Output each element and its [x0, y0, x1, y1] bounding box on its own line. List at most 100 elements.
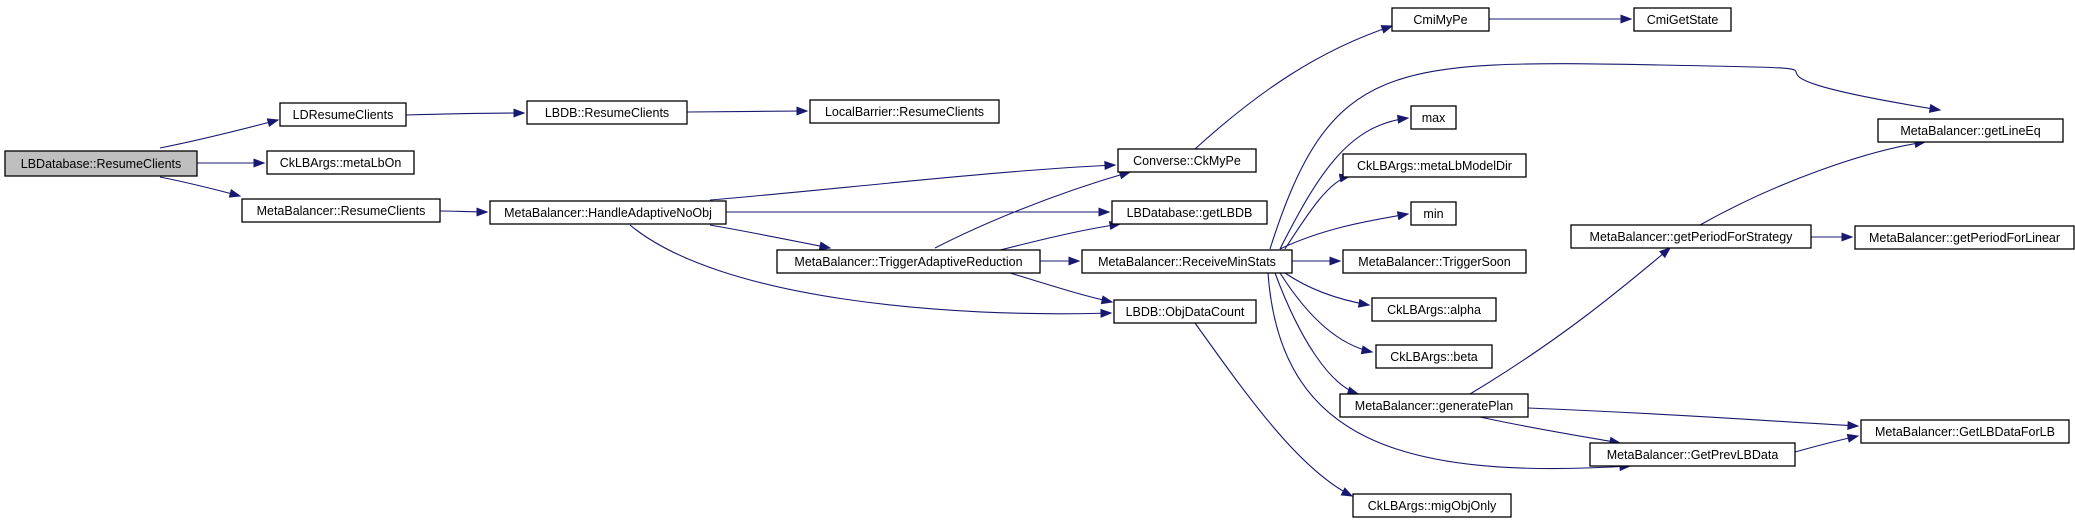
node-label: LBDatabase::ResumeClients	[21, 157, 182, 171]
node-box[interactable]	[1352, 493, 1512, 518]
node-box[interactable]	[809, 99, 1000, 124]
node-box[interactable]	[1342, 153, 1527, 178]
node-box[interactable]	[266, 150, 415, 175]
node-getperiodforstrategy[interactable]: MetaBalancer::getPeriodForStrategy	[1570, 224, 1812, 249]
node-receiveminstats[interactable]: MetaBalancer::ReceiveMinStats	[1081, 249, 1293, 274]
edge-line	[629, 224, 1112, 315]
edge-arrowhead	[1098, 207, 1111, 217]
edge-line	[1194, 25, 1393, 150]
node-box[interactable]	[526, 100, 688, 125]
edge-arrowhead	[1396, 211, 1410, 221]
node-label: CkLBArgs::metaLbModelDir	[1357, 159, 1512, 173]
node-label: CkLBArgs::metaLbOn	[280, 156, 402, 170]
node-metalbmodeldir[interactable]: CkLBArgs::metaLbModelDir	[1342, 153, 1527, 178]
node-handleadaptive[interactable]: MetaBalancer::HandleAdaptiveNoObj	[489, 200, 727, 225]
edge-receiveminstats-to-generateplan	[1274, 272, 1360, 396]
node-label: max	[1422, 111, 1446, 125]
node-box[interactable]	[4, 150, 198, 177]
node-box[interactable]	[279, 102, 407, 127]
edge-line	[1469, 247, 1671, 395]
edge-line	[1279, 272, 1373, 353]
edge-receiveminstats-to-min	[1279, 211, 1410, 250]
node-box[interactable]	[1342, 249, 1527, 274]
edge-line	[686, 110, 808, 113]
edge-arrowhead	[1397, 114, 1410, 124]
node-box[interactable]	[489, 200, 727, 225]
node-ldresume[interactable]: LDResumeClients	[279, 102, 407, 127]
edge-triggeradaptive-to-receiveminstats	[1040, 256, 1081, 266]
node-migobjonly[interactable]: CkLBArgs::migObjOnly	[1352, 493, 1512, 518]
node-box[interactable]	[1854, 225, 2075, 250]
node-generateplan[interactable]: MetaBalancer::generatePlan	[1339, 393, 1529, 418]
node-label: min	[1423, 207, 1443, 221]
edge-line	[1479, 416, 1621, 444]
node-box[interactable]	[1410, 201, 1457, 226]
node-label: MetaBalancer::getLineEq	[1900, 124, 2040, 138]
edge-arrowhead	[1357, 298, 1371, 308]
node-box[interactable]	[776, 249, 1041, 274]
node-getlineeq[interactable]: MetaBalancer::getLineEq	[1877, 118, 2064, 143]
edge-triggeradaptive-to-getlbdb	[999, 221, 1122, 251]
node-box[interactable]	[1081, 249, 1293, 274]
node-box[interactable]	[1371, 297, 1497, 322]
edge-arrowhead	[266, 118, 280, 128]
edges-layer	[159, 14, 1942, 497]
edge-line	[999, 223, 1121, 251]
edge-arrowhead	[1360, 345, 1374, 355]
node-objdatacount[interactable]: LBDB::ObjDataCount	[1113, 299, 1257, 324]
edge-arrowhead	[1100, 308, 1113, 318]
node-box[interactable]	[1375, 344, 1493, 369]
node-triggeradaptive[interactable]: MetaBalancer::TriggerAdaptiveReduction	[776, 249, 1041, 274]
node-max[interactable]: max	[1410, 105, 1457, 130]
node-label: MetaBalancer::TriggerAdaptiveReduction	[794, 255, 1022, 269]
node-box[interactable]	[1111, 200, 1268, 225]
node-box[interactable]	[1633, 7, 1732, 32]
edge-handleadaptive-to-ckmype	[709, 160, 1117, 201]
node-label: MetaBalancer::GetLBDataForLB	[1875, 425, 2055, 439]
node-label: CmiGetState	[1647, 13, 1719, 27]
node-metalbon[interactable]: CkLBArgs::metaLbOn	[266, 150, 415, 175]
edge-objdatacount-to-migobjonly	[1194, 322, 1354, 497]
node-cmimype[interactable]: CmiMyPe	[1391, 7, 1490, 32]
node-box[interactable]	[1877, 118, 2064, 143]
node-label: Converse::CkMyPe	[1133, 154, 1241, 168]
edge-triggeradaptive-to-objdatacount	[1009, 272, 1114, 305]
node-min[interactable]: min	[1410, 201, 1457, 226]
node-box[interactable]	[1391, 7, 1490, 32]
edge-receiveminstats-to-max	[1279, 114, 1410, 250]
node-triggersoon[interactable]: MetaBalancer::TriggerSoon	[1342, 249, 1527, 274]
edge-arrowhead	[1068, 256, 1081, 266]
edge-line	[709, 164, 1116, 201]
edge-line	[1284, 175, 1351, 250]
node-getlbdataforlb[interactable]: MetaBalancer::GetLBDataForLB	[1860, 419, 2070, 444]
node-label: MetaBalancer::getPeriodForLinear	[1869, 231, 2060, 245]
node-ckmype[interactable]: Converse::CkMyPe	[1117, 148, 1257, 173]
edge-arrowhead	[1100, 295, 1114, 305]
edge-arrowhead	[1928, 103, 1942, 113]
edge-arrowhead	[1340, 487, 1354, 497]
node-box[interactable]	[1570, 224, 1812, 249]
node-box[interactable]	[1339, 393, 1529, 418]
edge-line	[1194, 322, 1353, 497]
node-box[interactable]	[241, 198, 441, 223]
node-beta[interactable]: CkLBArgs::beta	[1375, 344, 1493, 369]
node-label: MetaBalancer::generatePlan	[1355, 399, 1513, 413]
node-mbresume[interactable]: MetaBalancer::ResumeClients	[241, 198, 441, 223]
node-lbdbresume[interactable]: LBDB::ResumeClients	[526, 100, 688, 125]
edge-line	[405, 112, 525, 116]
node-alpha[interactable]: CkLBArgs::alpha	[1371, 297, 1497, 322]
node-label: MetaBalancer::TriggerSoon	[1358, 255, 1510, 269]
node-getperiodforlinear[interactable]: MetaBalancer::getPeriodForLinear	[1854, 225, 2075, 250]
node-root[interactable]: LBDatabase::ResumeClients	[4, 150, 198, 177]
node-box[interactable]	[1410, 105, 1457, 130]
node-box[interactable]	[1117, 148, 1257, 173]
edge-arrowhead	[228, 188, 242, 198]
node-box[interactable]	[1113, 299, 1257, 324]
node-cmigetstate[interactable]: CmiGetState	[1633, 7, 1732, 32]
node-box[interactable]	[1860, 419, 2070, 444]
node-box[interactable]	[1589, 442, 1796, 467]
node-getlbdb[interactable]: LBDatabase::getLBDB	[1111, 200, 1268, 225]
node-getprevlbdata[interactable]: MetaBalancer::GetPrevLBData	[1589, 442, 1796, 467]
node-localbarrier[interactable]: LocalBarrier::ResumeClients	[809, 99, 1000, 124]
edge-ldresume-to-lbdbresume	[405, 108, 526, 118]
